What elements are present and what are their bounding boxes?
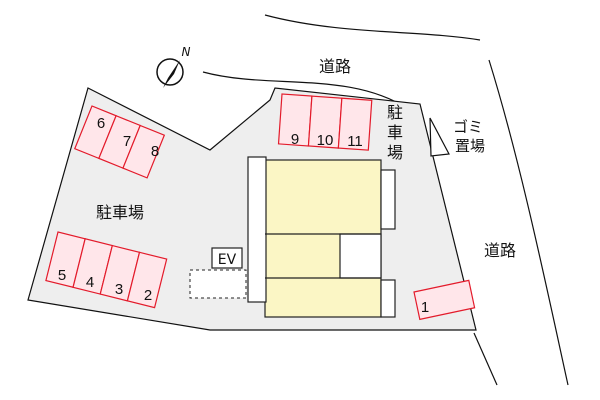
walkway-dashed xyxy=(189,269,247,299)
building-balcony-top xyxy=(380,169,396,230)
road-top-edge xyxy=(202,71,411,111)
parking-label-right-2: 車 xyxy=(387,123,403,142)
compass-icon: N xyxy=(156,45,191,88)
parking-group-9-11 xyxy=(277,93,373,151)
road-label-top: 道路 xyxy=(319,57,351,76)
parking-group-2-5 xyxy=(45,231,168,309)
space-4: 4 xyxy=(86,274,94,291)
parking-group-1 xyxy=(413,279,476,321)
building xyxy=(247,156,396,318)
parking-label-right-3: 場 xyxy=(387,143,403,162)
space-2: 2 xyxy=(144,287,152,304)
space-8: 8 xyxy=(151,143,159,160)
road-lines xyxy=(202,14,569,386)
road-right-edge-lower xyxy=(473,332,498,386)
garbage-label-1: ゴミ xyxy=(453,118,483,136)
parking-space xyxy=(122,124,166,179)
parking-group-6-8 xyxy=(73,105,166,179)
space-11: 11 xyxy=(347,133,363,150)
parking-space xyxy=(337,97,373,151)
building-left-wing xyxy=(247,156,267,303)
parking-label-left: 駐車場 xyxy=(96,203,144,222)
parking-space xyxy=(126,251,168,309)
parking-space xyxy=(413,279,476,321)
road-top-edge-2 xyxy=(264,14,481,41)
space-10: 10 xyxy=(317,132,334,149)
space-9: 9 xyxy=(291,131,299,148)
space-1: 1 xyxy=(421,299,429,316)
parking-label-right-1: 駐 xyxy=(387,103,403,122)
road-right-edge xyxy=(488,59,569,386)
space-3: 3 xyxy=(115,281,123,298)
space-5: 5 xyxy=(58,267,66,284)
building-stair-void xyxy=(339,233,382,279)
compass-north-label: N xyxy=(182,45,191,59)
space-7: 7 xyxy=(123,133,131,150)
building-balcony-bottom xyxy=(380,279,396,318)
elevator-label: EV xyxy=(218,252,237,268)
road-label-right: 道路 xyxy=(484,241,516,260)
space-6: 6 xyxy=(97,115,105,132)
elevator-box xyxy=(211,247,243,269)
compass-needle xyxy=(163,60,180,88)
garbage-station xyxy=(429,117,450,157)
compass-ring xyxy=(156,58,184,86)
garbage-label-2: 置場 xyxy=(455,137,485,155)
